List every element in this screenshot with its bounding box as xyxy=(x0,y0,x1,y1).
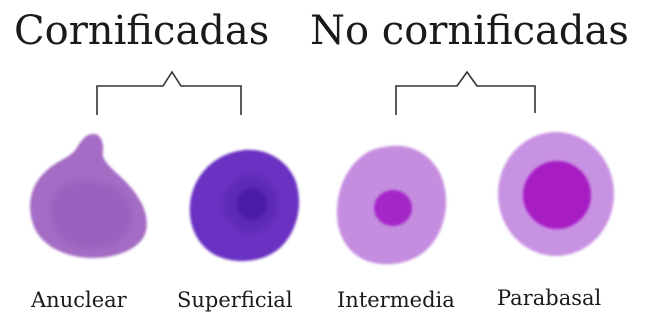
cell-superficial xyxy=(190,150,299,261)
label-parabasal: Parabasal xyxy=(497,286,602,310)
heading-no-cornificadas: No cornificadas xyxy=(310,8,629,54)
label-intermedia: Intermedia xyxy=(337,288,455,312)
label-anuclear: Anuclear xyxy=(30,288,128,312)
heading-cornificadas: Cornificadas xyxy=(14,8,269,54)
parabasal-nucleus xyxy=(523,161,591,229)
cell-intermedia xyxy=(337,146,446,264)
label-superficial: Superficial xyxy=(177,288,293,312)
bracket-cornificadas xyxy=(97,72,241,115)
intermedia-nucleus xyxy=(374,190,412,226)
superficial-nucleus xyxy=(237,188,267,220)
bracket-no-cornificadas xyxy=(396,72,535,115)
cell-anuclear xyxy=(30,134,147,258)
cell-parabasal xyxy=(498,132,614,256)
